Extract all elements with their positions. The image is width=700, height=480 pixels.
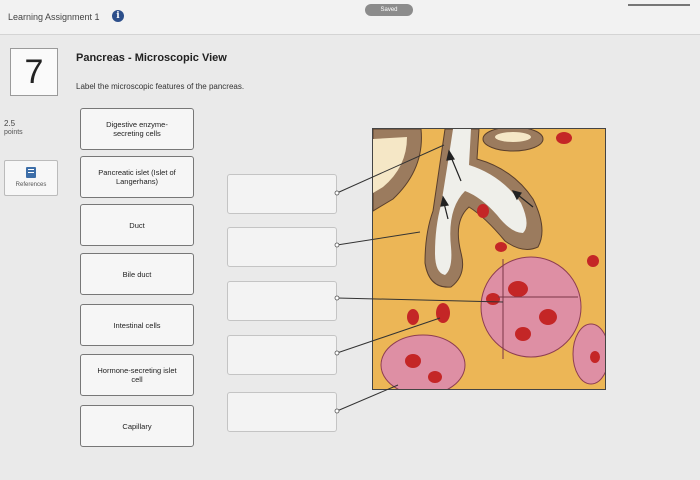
book-icon [26,167,36,178]
header-divider [628,4,690,6]
points-label: points [4,129,23,136]
drop-zone-4[interactable] [227,335,337,375]
label-chip-capillary[interactable]: Capillary [80,405,194,447]
pancreas-diagram [372,128,606,390]
label-chip-hormone-secreting-islet-cell[interactable]: Hormone-secreting islet cell [80,354,194,396]
pancreas-illustration [373,129,605,389]
assignment-title: Learning Assignment 1 [8,12,100,22]
capillary-left [407,309,419,325]
capillary-left-mid [436,303,450,323]
capillary-right [587,255,599,267]
label-chip-intestinal-cells[interactable]: Intestinal cells [80,304,194,346]
drop-zone-2[interactable] [227,227,337,267]
islet-of-langerhans [480,256,582,359]
top-bar: Learning Assignment 1 i Saved [0,0,700,35]
points-value: 2.5 [4,119,16,128]
label-chip-pancreatic-islet[interactable]: Pancreatic islet (Islet of Langerhans) [80,156,194,198]
question-number: 7 [10,48,58,96]
label-chip-bile-duct[interactable]: Bile duct [80,253,194,295]
drop-zone-5[interactable] [227,392,337,432]
drop-zone-1[interactable] [227,174,337,214]
acinus-top-right [482,129,544,152]
references-button[interactable]: References [4,160,58,196]
capillary-small [495,242,507,252]
references-label: References [15,182,47,188]
acinus-lower-right [572,323,605,385]
saved-badge: Saved [365,4,413,16]
drop-zone-3[interactable] [227,281,337,321]
question-instructions: Label the microscopic features of the pa… [76,82,245,91]
info-icon[interactable]: i [112,10,124,22]
capillary-mid [477,204,489,218]
label-chip-digestive-enzyme-cells[interactable]: Digestive enzyme- secreting cells [80,108,194,150]
duct-flow-arrows [440,149,534,220]
question-title: Pancreas - Microscopic View [76,52,227,64]
label-chip-duct[interactable]: Duct [80,204,194,246]
lower-islet-cluster [380,334,466,389]
capillary-top [556,132,572,144]
